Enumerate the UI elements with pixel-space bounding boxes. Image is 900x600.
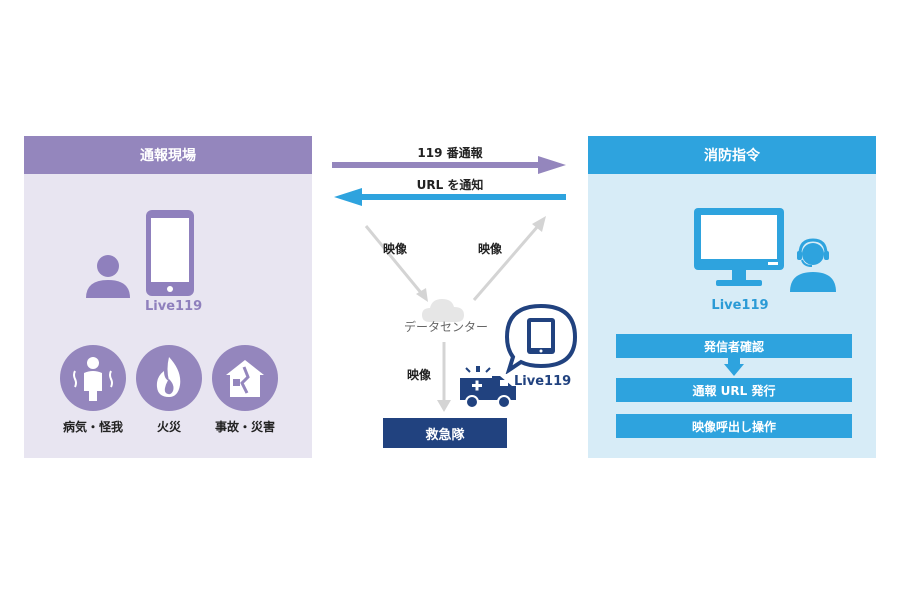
call-arrow xyxy=(332,156,566,174)
step-video-call-operation: 映像呼出し操作 xyxy=(616,414,852,438)
tablet-bubble-icon xyxy=(504,304,578,374)
cloud-icon xyxy=(422,299,464,322)
url-notify-arrow xyxy=(334,188,566,206)
dispatch-app-label: Live119 xyxy=(711,298,769,313)
call-arrow-label: 119 番通報 xyxy=(417,146,483,160)
video-label-left: 映像 xyxy=(383,242,408,256)
scene-label-fire: 火災 xyxy=(156,420,181,434)
url-notify-label: URL を通知 xyxy=(416,178,484,192)
sick-person-icon xyxy=(60,345,126,411)
collapsed-house-icon xyxy=(212,345,278,411)
video-label-right: 映像 xyxy=(478,242,503,256)
operator-headset-icon xyxy=(790,238,836,292)
scene-label-illness: 病気・怪我 xyxy=(62,420,123,434)
fire-command-panel: 消防指令 Live119 発信者確認 通報 URL 発行 映像呼出し操作 xyxy=(588,136,876,458)
smartphone-icon xyxy=(146,210,194,296)
video-arrow-to-command xyxy=(472,216,546,301)
video-arrow-to-team xyxy=(437,342,451,412)
reporting-site-panel: 通報現場 Live119 病気・怪我 火災 事故・災害 xyxy=(24,136,312,458)
ambulance-icon xyxy=(460,366,516,409)
person-icon xyxy=(86,255,130,298)
scene-label-disaster: 事故・災害 xyxy=(214,420,275,434)
video-label-down: 映像 xyxy=(407,368,432,382)
fire-command-title: 消防指令 xyxy=(588,136,876,174)
caller-app-label: Live119 xyxy=(145,299,203,314)
step-caller-confirmation: 発信者確認 xyxy=(616,334,852,358)
reporting-site-title: 通報現場 xyxy=(24,136,312,174)
team-app-label: Live119 xyxy=(514,374,572,389)
fire-icon xyxy=(136,345,202,411)
data-center-label: データセンター xyxy=(403,320,488,334)
ambulance-team-box: 救急隊 xyxy=(383,418,507,448)
monitor-icon xyxy=(694,208,784,286)
video-arrow-to-datacenter xyxy=(364,225,428,302)
step-down-arrow-icon xyxy=(724,358,744,376)
step-issue-url: 通報 URL 発行 xyxy=(616,378,852,402)
